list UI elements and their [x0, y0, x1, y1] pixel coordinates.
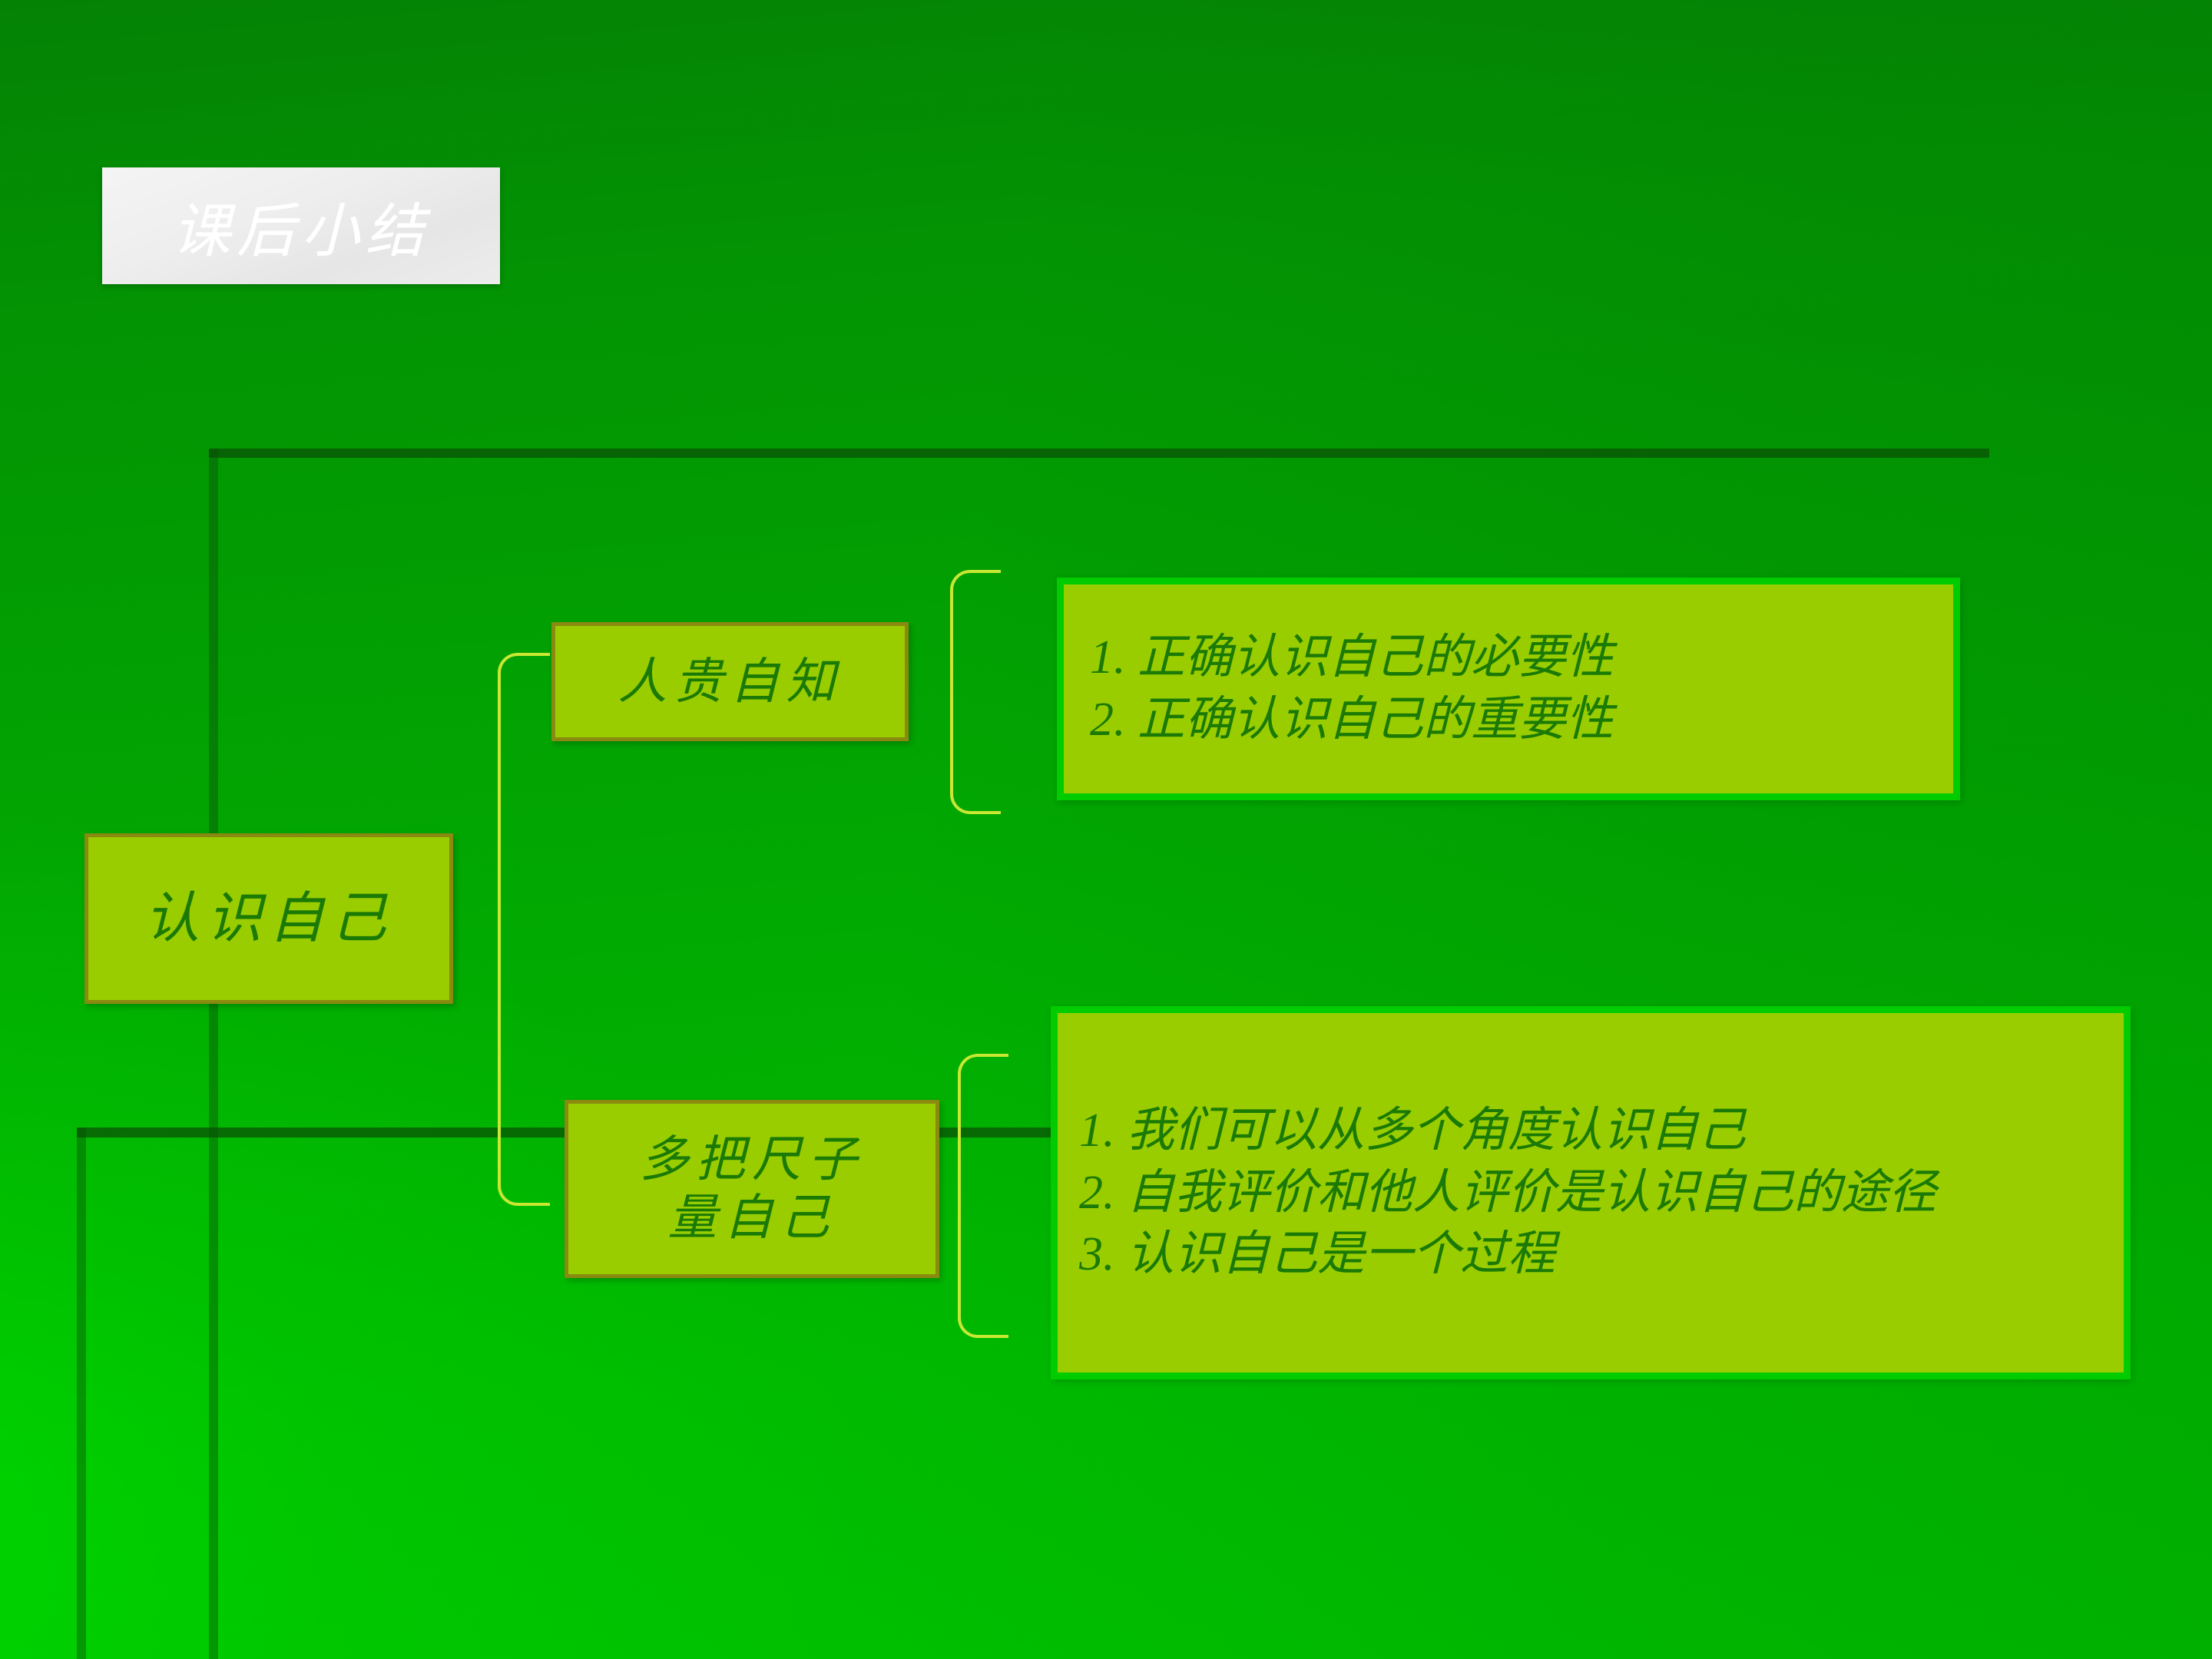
diagram-node-root-label: 认识自己 — [144, 887, 393, 949]
detail-item: 1. 我们可以从多个角度认识自己 — [1079, 1104, 1747, 1157]
decor-line-left-vertical-lower — [77, 1128, 86, 1659]
diagram-detail-panel-2-lines: 1. 我们可以从多个角度认识自己 2. 自我评价和他人评价是认识自己的途径 3.… — [1079, 1100, 2102, 1286]
detail-item: 1. 正确认识自己的必要性 — [1090, 631, 1614, 684]
diagram-node-branch-2-label-line-1: 多把尺子 — [640, 1132, 864, 1187]
diagram-detail-panel-2[interactable]: 1. 我们可以从多个角度认识自己 2. 自我评价和他人评价是认识自己的途径 3.… — [1051, 1006, 2131, 1379]
connector-bracket-root — [498, 653, 550, 1206]
connector-bracket-branch-1 — [950, 570, 1001, 814]
decor-line-top-horizontal — [209, 449, 1989, 458]
diagram-node-root[interactable]: 认识自己 — [84, 833, 453, 1004]
detail-item: 2. 正确认识自己的重要性 — [1090, 694, 1614, 746]
connector-bracket-branch-2 — [958, 1054, 1008, 1338]
diagram-node-branch-1[interactable]: 人贵自知 — [551, 622, 909, 741]
detail-item: 2. 自我评价和他人评价是认识自己的途径 — [1079, 1166, 1937, 1219]
diagram-node-branch-2-label-line-2: 量自己 — [667, 1190, 836, 1245]
slide-title-plaque: 课后小结 — [102, 167, 500, 284]
diagram-node-branch-2[interactable]: 多把尺子 量自己 — [565, 1100, 939, 1278]
diagram-detail-panel-1[interactable]: 1. 正确认识自己的必要性 2. 正确认识自己的重要性 — [1057, 578, 1960, 800]
diagram-detail-panel-1-lines: 1. 正确认识自己的必要性 2. 正确认识自己的重要性 — [1090, 627, 1927, 750]
page-title: 课后小结 — [172, 200, 430, 264]
detail-item: 3. 认识自己是一个过程 — [1079, 1228, 1556, 1281]
diagram-node-branch-1-label: 人贵自知 — [618, 654, 843, 709]
decor-line-left-vertical-upper — [209, 449, 218, 1659]
diagram-node-branch-2-label: 多把尺子 量自己 — [640, 1131, 864, 1247]
